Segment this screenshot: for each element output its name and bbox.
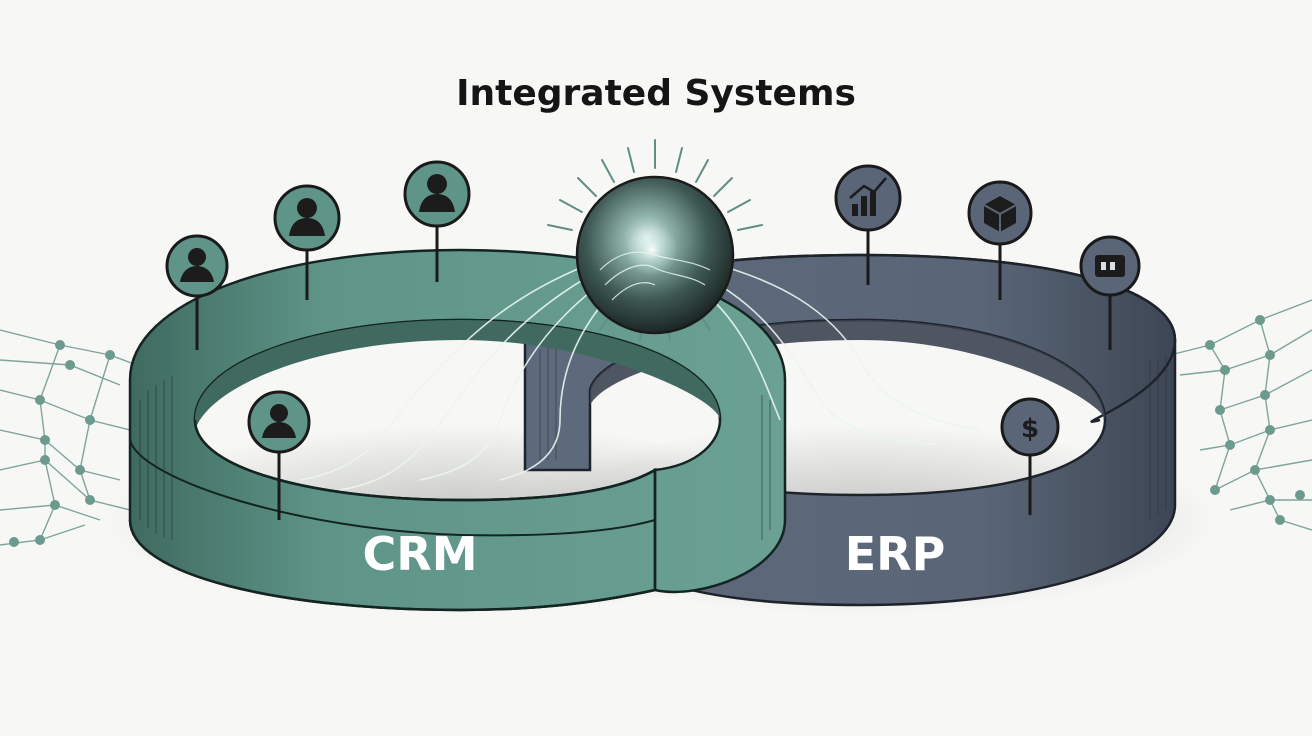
erp-pins: $ (834, 164, 1141, 515)
energy-flow-lines (299, 259, 981, 491)
user-icon (180, 248, 214, 282)
erp-pin-2 (967, 180, 1033, 300)
bar-chart-icon (849, 177, 887, 216)
crm-ring (128, 248, 787, 612)
erp-pin-4: $ (1000, 397, 1060, 515)
dollar-icon: $ (1021, 414, 1039, 444)
user-icon (262, 404, 296, 438)
user-icon (289, 198, 325, 236)
network-nodes-left (9, 340, 115, 547)
crm-pin-1 (165, 234, 229, 350)
document-icon (1095, 255, 1125, 277)
erp-pin-1 (834, 164, 902, 285)
erp-label: ERP (845, 527, 946, 581)
crm-label: CRM (363, 527, 478, 581)
diagram-title: Integrated Systems (456, 73, 856, 114)
erp-pin-3 (1079, 235, 1141, 350)
package-icon (983, 196, 1017, 232)
crm-pin-3 (403, 160, 471, 282)
svg-text:$: $ (1021, 414, 1039, 444)
integration-hub-sphere (575, 175, 735, 335)
network-nodes-right (1205, 315, 1305, 525)
crm-pin-2 (273, 184, 341, 300)
crm-pins (165, 160, 471, 520)
user-icon (419, 174, 455, 212)
crm-pin-4 (247, 390, 311, 520)
